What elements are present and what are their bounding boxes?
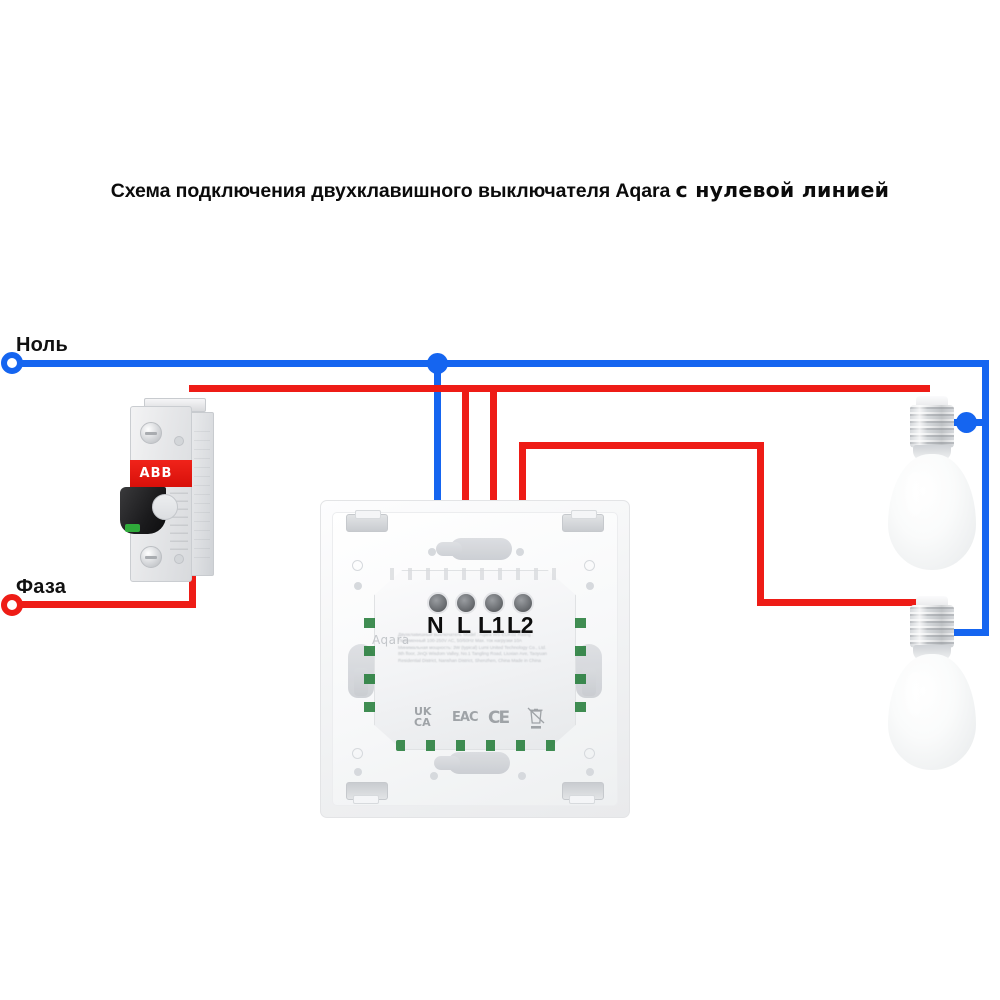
- phase-breaker-bottom-riser-wire: [189, 574, 196, 608]
- switch-contacts-left: [364, 618, 375, 728]
- switch-pinhole-tr-ring: [584, 560, 595, 571]
- l2-top-run-wire: [519, 442, 764, 449]
- page-title-emphasis: с нулевой линией: [675, 178, 890, 202]
- l2-to-lamp-bottom-wire: [757, 599, 930, 606]
- breaker-side-printing: [194, 428, 210, 558]
- switch-fineprint: Двухклавишный выключатель Model : Aqara …: [398, 632, 547, 663]
- aqara-wall-switch: [320, 500, 630, 818]
- neutral-right-riser-wire: [982, 360, 989, 636]
- breaker-brand-label: ABB: [139, 466, 173, 481]
- breaker-state-indicator: [125, 524, 140, 532]
- switch-mount-slot-bottom: [434, 752, 510, 774]
- breaker-label-printing: [170, 476, 188, 550]
- terminal-label-l2: L2: [507, 612, 534, 638]
- switch-module-top-notches: [390, 568, 562, 580]
- switch-contacts-right: [575, 618, 586, 728]
- terminal-socket-l2[interactable]: [512, 592, 534, 614]
- breaker-side-housing: [190, 412, 214, 576]
- l1-riser-wire: [490, 385, 497, 605]
- page-title-main: Схема подключения двухклавишного выключа…: [110, 180, 676, 202]
- switch-pinhole-bot-mid-l: [430, 772, 438, 780]
- lamp-bottom-glass-bulb: [888, 654, 976, 770]
- eac-icon: EAC: [452, 710, 479, 725]
- neutral-bus-wire: [18, 360, 989, 367]
- breaker-brand-band: [130, 460, 192, 487]
- weee-bin-icon: [526, 706, 546, 734]
- breaker-dial: [152, 494, 178, 520]
- l2-drop-wire: [757, 442, 764, 606]
- lamp-top-glass-bulb: [888, 454, 976, 570]
- lamp-top-cap-contact: [916, 396, 948, 407]
- lamp-top: [880, 396, 984, 572]
- lamp-bottom: [880, 596, 984, 772]
- switch-pinhole-top-mid-l: [428, 548, 436, 556]
- switch-pinhole-tr: [586, 582, 594, 590]
- page-title: Схема подключения двухклавишного выключа…: [0, 178, 1000, 203]
- switch-module-bottom-contacts: [396, 740, 556, 751]
- breaker-bottom-terminal-screw: [140, 546, 162, 568]
- neutral-to-lamp-bottom-wire: [936, 629, 986, 636]
- terminal-socket-n[interactable]: [427, 592, 449, 614]
- switch-pinhole-top-mid-r: [516, 548, 524, 556]
- switch-pinhole-br: [586, 768, 594, 776]
- breaker-hole-bottom: [174, 554, 184, 564]
- phase-source-to-breaker-wire: [18, 601, 196, 608]
- terminal-socket-l1[interactable]: [483, 592, 505, 614]
- switch-clip-bottom-left: [346, 782, 388, 800]
- breaker-top-terminal-screw: [140, 422, 162, 444]
- neutral-junction-node: [427, 353, 448, 374]
- switch-brand-label: Aqara: [372, 633, 410, 647]
- phase-drop-to-terminal-l-wire: [462, 385, 469, 605]
- terminal-label-l: L: [457, 612, 471, 638]
- neutral-lamp-top-junction-node: [956, 412, 977, 433]
- lamp-bottom-screw-base: [910, 605, 954, 648]
- switch-pinhole-tl-ring: [352, 560, 363, 571]
- switch-pinhole-bl: [354, 768, 362, 776]
- l1-to-lamp-top-wire: [490, 385, 930, 392]
- switch-pinhole-br-ring: [584, 748, 595, 759]
- switch-mount-slot-top: [436, 538, 512, 560]
- switch-clip-top-left: [346, 510, 388, 532]
- lamp-top-screw-base: [910, 405, 954, 448]
- switch-pinhole-tl: [354, 582, 362, 590]
- switch-pinhole-bl-ring: [352, 748, 363, 759]
- switch-clip-bottom-right: [562, 782, 604, 800]
- breaker-hole-top: [174, 436, 184, 446]
- switch-pinhole-bot-mid-r: [518, 772, 526, 780]
- phase-source-label: Фаза: [16, 576, 67, 598]
- lamp-bottom-cap-contact: [916, 596, 948, 607]
- neutral-source-label: Ноль: [16, 334, 68, 356]
- terminal-label-l1: L1: [478, 612, 505, 638]
- neutral-drop-to-switch-wire: [434, 360, 441, 605]
- breaker-output-feed-wire: [189, 385, 531, 392]
- switch-clip-top-right: [562, 510, 604, 532]
- ce-icon: CE: [488, 708, 510, 728]
- terminal-label-n: N: [427, 612, 444, 638]
- circuit-breaker: ABB: [112, 398, 220, 590]
- terminal-socket-l[interactable]: [455, 592, 477, 614]
